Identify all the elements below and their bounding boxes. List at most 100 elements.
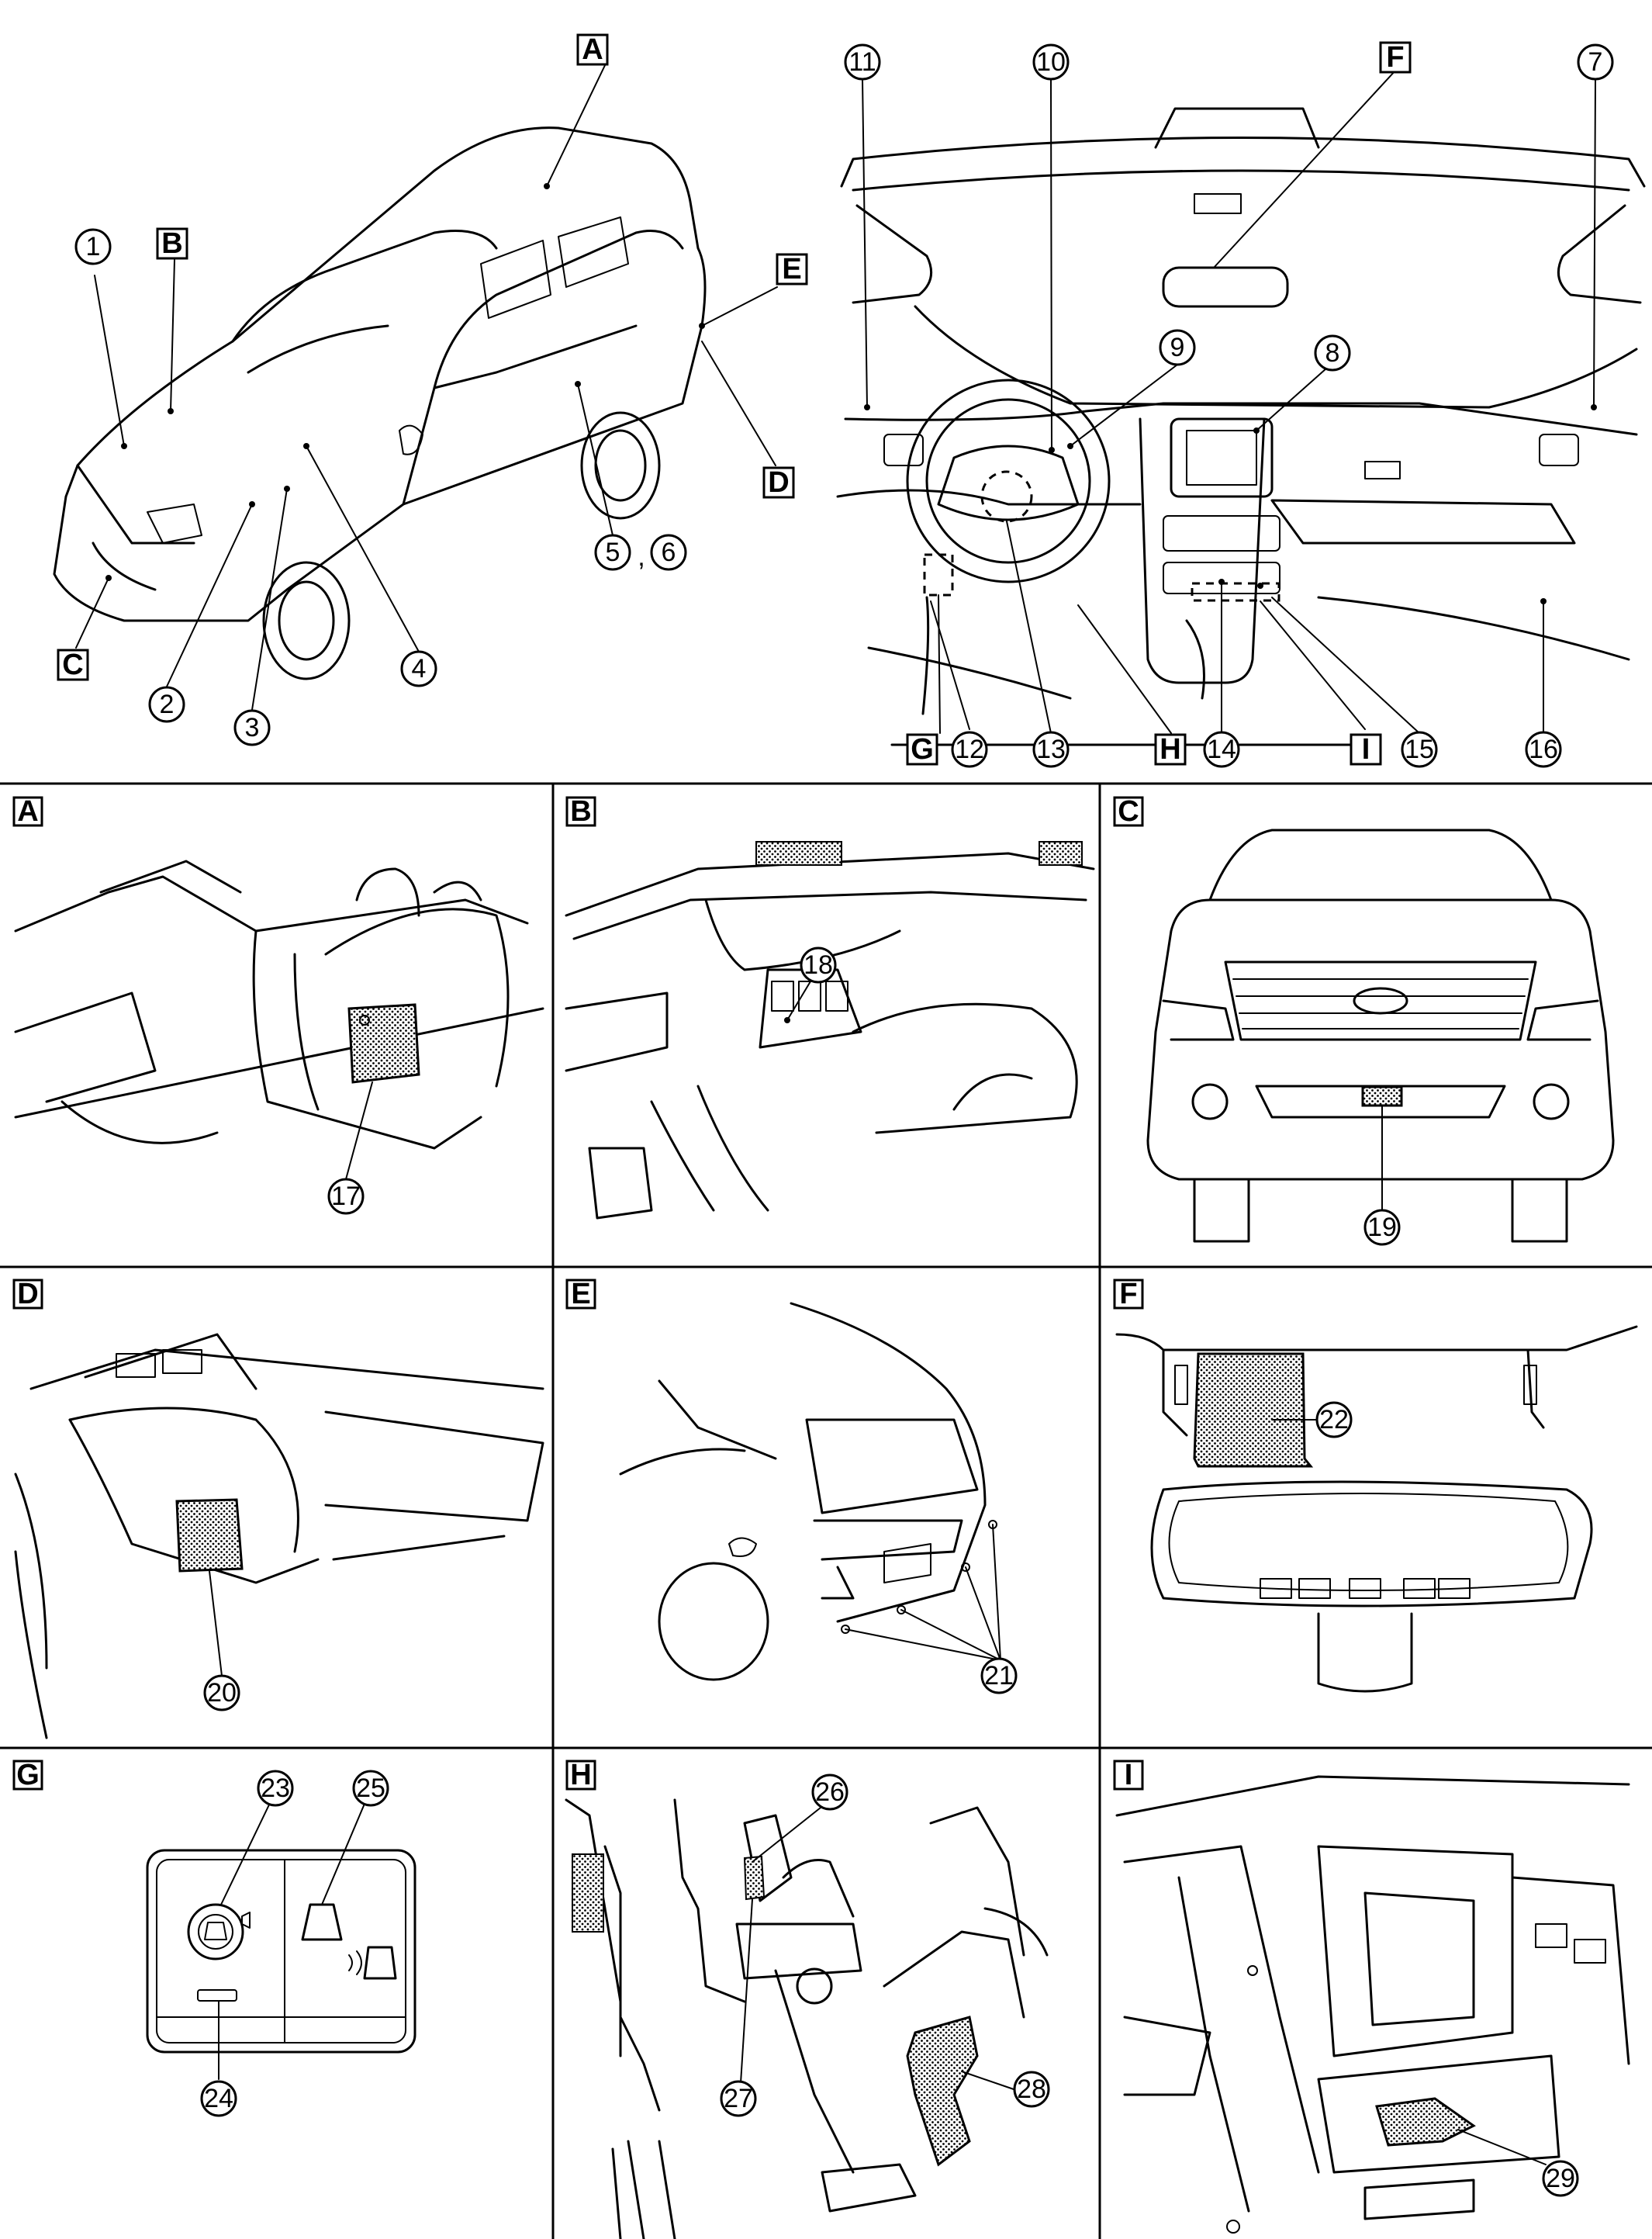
callout-6: 6 bbox=[650, 534, 687, 571]
callout-26: 26 bbox=[811, 1774, 848, 1811]
panel-C-illustration bbox=[1146, 829, 1615, 1243]
panel-H: H 26 27 bbox=[565, 1759, 1050, 2239]
panel-D: D 20 bbox=[12, 1278, 544, 1739]
svg-text:G: G bbox=[911, 733, 934, 766]
letter-box-C-exterior: C bbox=[57, 649, 89, 681]
svg-text:16: 16 bbox=[1529, 735, 1558, 764]
svg-text:E: E bbox=[782, 253, 801, 285]
svg-text:12: 12 bbox=[955, 735, 984, 764]
callout-11: 11 bbox=[844, 43, 881, 81]
letter-box-H-interior: H bbox=[1154, 733, 1187, 766]
callout-22: 22 bbox=[1315, 1401, 1353, 1438]
svg-text:23: 23 bbox=[261, 1774, 290, 1803]
svg-text:H: H bbox=[1160, 733, 1180, 766]
svg-text:C: C bbox=[62, 649, 83, 681]
letter-box-I-interior: I bbox=[1350, 733, 1382, 766]
svg-text:D: D bbox=[768, 466, 789, 499]
dashboard-interior-illustration bbox=[836, 107, 1646, 746]
svg-text:19: 19 bbox=[1367, 1213, 1397, 1242]
svg-text:13: 13 bbox=[1036, 735, 1066, 764]
svg-text:15: 15 bbox=[1405, 735, 1434, 764]
callout-16: 16 bbox=[1525, 731, 1562, 768]
svg-text:22: 22 bbox=[1319, 1405, 1349, 1434]
letter-box-D-exterior: D bbox=[762, 466, 795, 499]
svg-text:14: 14 bbox=[1207, 735, 1236, 764]
callout-13: 13 bbox=[1032, 731, 1070, 768]
leader-lines-exterior bbox=[75, 61, 778, 711]
callout-2: 2 bbox=[148, 686, 185, 723]
panel-F-illustration bbox=[1115, 1325, 1638, 1693]
letter-box-F-interior: F bbox=[1379, 41, 1412, 74]
callout-17: 17 bbox=[327, 1178, 365, 1215]
panel-E-letter: E bbox=[571, 1278, 590, 1310]
svg-text:17: 17 bbox=[331, 1182, 361, 1211]
svg-text:8: 8 bbox=[1325, 338, 1340, 368]
callout-1: 1 bbox=[74, 228, 112, 265]
svg-text:F: F bbox=[1386, 41, 1404, 74]
svg-text:B: B bbox=[161, 227, 182, 260]
callout-25: 25 bbox=[352, 1770, 389, 1807]
panel-G-letter: G bbox=[16, 1759, 40, 1791]
panel-D-letter: D bbox=[17, 1278, 38, 1310]
callout-12: 12 bbox=[951, 731, 988, 768]
panel-H-letter: H bbox=[570, 1759, 591, 1791]
callout-29: 29 bbox=[1542, 2160, 1579, 2197]
svg-text:3: 3 bbox=[245, 713, 260, 742]
panel-F-letter: F bbox=[1119, 1278, 1137, 1310]
panel-E: E 21 bbox=[565, 1278, 1018, 1694]
svg-text:1: 1 bbox=[86, 232, 101, 261]
panel-G: G 23 25 24 bbox=[12, 1759, 416, 2117]
svg-text:27: 27 bbox=[724, 2084, 753, 2113]
svg-text:I: I bbox=[1362, 733, 1370, 766]
callout-10: 10 bbox=[1032, 43, 1070, 81]
callout-15: 15 bbox=[1401, 731, 1438, 768]
panel-grid bbox=[0, 782, 1652, 2239]
panel-B-letter: B bbox=[570, 795, 591, 828]
svg-text:4: 4 bbox=[412, 654, 427, 683]
panel-I-letter: I bbox=[1125, 1759, 1133, 1791]
svg-text:20: 20 bbox=[207, 1678, 237, 1708]
svg-text:25: 25 bbox=[356, 1774, 385, 1803]
svg-text:10: 10 bbox=[1036, 47, 1066, 77]
vehicle-exterior-illustration bbox=[53, 126, 707, 680]
svg-text:11: 11 bbox=[848, 47, 876, 77]
svg-text:2: 2 bbox=[160, 690, 175, 719]
callout-3: 3 bbox=[233, 709, 271, 746]
panel-A-letter: A bbox=[17, 795, 38, 828]
svg-text:29: 29 bbox=[1546, 2164, 1575, 2193]
callout-9: 9 bbox=[1159, 329, 1196, 366]
callout-21: 21 bbox=[980, 1657, 1018, 1694]
panel-I: I 29 bbox=[1113, 1759, 1630, 2234]
callout-19: 19 bbox=[1363, 1209, 1401, 1246]
panel-D-illustration bbox=[14, 1333, 544, 1739]
callout-5: 5 bbox=[594, 534, 631, 571]
letter-box-B-exterior: B bbox=[156, 227, 188, 260]
callout-separator: , bbox=[638, 542, 645, 572]
svg-text:21: 21 bbox=[984, 1661, 1014, 1690]
callout-28: 28 bbox=[1013, 2071, 1050, 2108]
svg-text:5: 5 bbox=[606, 538, 620, 567]
svg-text:6: 6 bbox=[662, 538, 676, 567]
panel-C-letter: C bbox=[1118, 795, 1139, 828]
leader-lines-interior bbox=[862, 69, 1596, 734]
callout-8: 8 bbox=[1314, 334, 1351, 372]
callout-20: 20 bbox=[203, 1674, 240, 1711]
svg-text:18: 18 bbox=[804, 950, 833, 980]
svg-text:28: 28 bbox=[1017, 2075, 1046, 2104]
callout-23: 23 bbox=[257, 1770, 294, 1807]
svg-text:26: 26 bbox=[815, 1777, 845, 1807]
letter-box-E-exterior: E bbox=[776, 253, 808, 285]
panel-A-illustration bbox=[14, 860, 544, 1150]
panel-C: C 19 bbox=[1113, 795, 1615, 1246]
panel-E-illustration bbox=[619, 1302, 997, 1681]
panel-H-illustration bbox=[565, 1798, 1049, 2239]
panel-G-illustration bbox=[146, 1849, 416, 2054]
svg-text:A: A bbox=[582, 33, 603, 66]
panel-I-illustration bbox=[1115, 1775, 1630, 2234]
callout-4: 4 bbox=[400, 650, 437, 687]
callout-27: 27 bbox=[720, 2080, 757, 2117]
letter-box-A-exterior: A bbox=[576, 33, 609, 66]
letter-box-G-interior: G bbox=[906, 733, 938, 766]
panel-F: F 22 bbox=[1113, 1278, 1638, 1693]
